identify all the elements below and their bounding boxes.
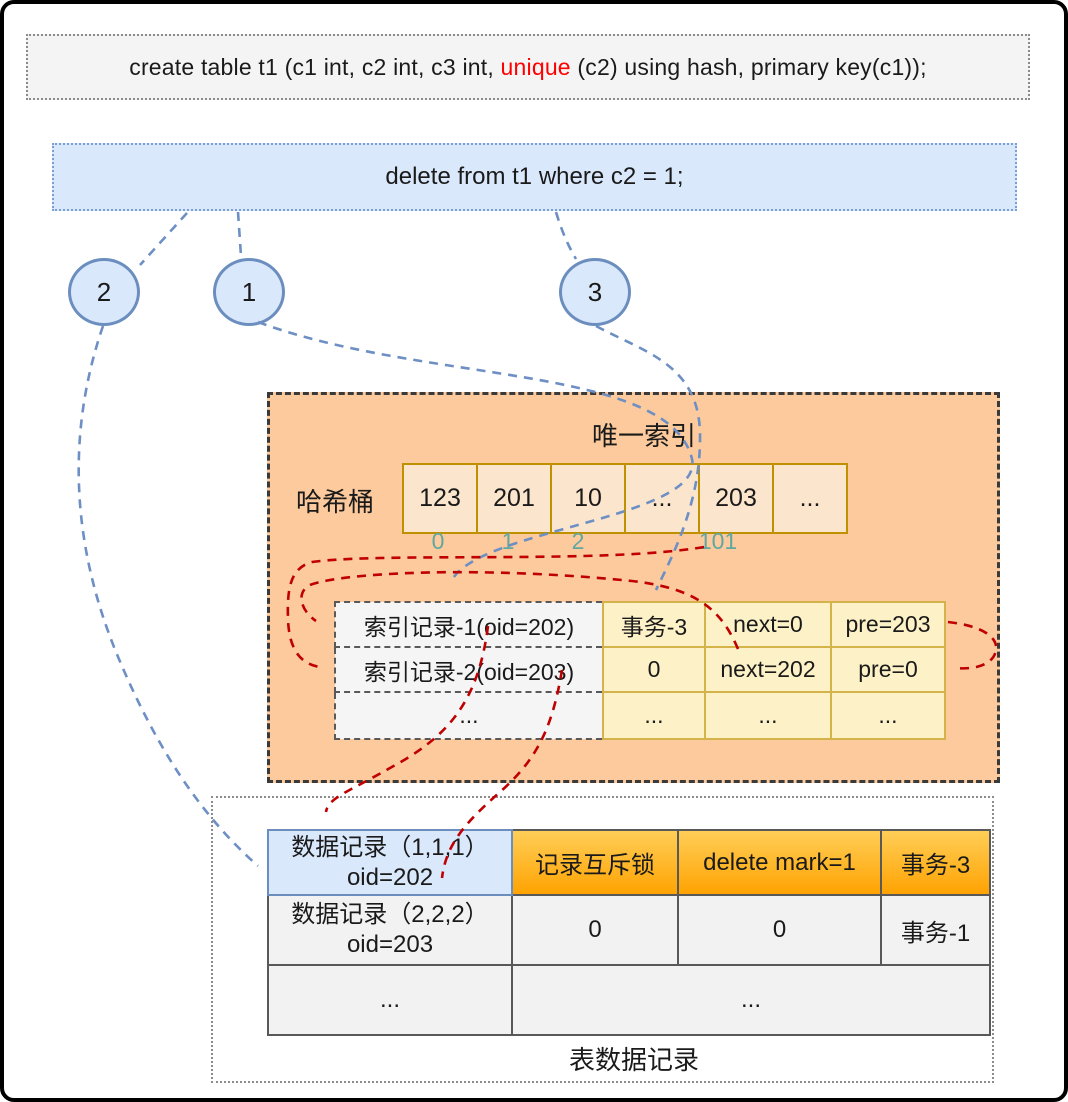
data-record-more-cell: ... bbox=[267, 964, 513, 1036]
txn-cell: 事务-1 bbox=[880, 894, 991, 966]
index-record-next: next=0 bbox=[704, 601, 832, 648]
sql-text: create table t1 (c1 int, c2 int, c3 int,… bbox=[129, 54, 927, 81]
stub-bar-to-step3 bbox=[554, 211, 578, 260]
hash-bucket-row: 123 201 10 ... 203 ... bbox=[402, 463, 848, 534]
bucket-index-1: 1 bbox=[501, 528, 515, 554]
stub-bar-to-step2 bbox=[139, 212, 188, 266]
data-record-more-span: ... bbox=[511, 964, 991, 1036]
hash-bucket-cell: 10 bbox=[550, 463, 626, 534]
index-record-row: 索引记录-1(oid=202) 事务-3 next=0 pre=203 bbox=[334, 601, 946, 648]
step-circle-1: 1 bbox=[213, 258, 285, 326]
data-record-203-oid: oid=203 bbox=[346, 931, 434, 958]
data-record-row: 数据记录（2,2,2） oid=203 0 0 事务-1 bbox=[267, 894, 991, 966]
index-record-pre: ... bbox=[830, 691, 946, 740]
delete-mark-cell: 0 bbox=[677, 894, 882, 966]
delete-mark-cell: delete mark=1 bbox=[677, 829, 882, 896]
index-record-name: 索引记录-2(oid=203) bbox=[334, 646, 604, 693]
delete-statement-bar: delete from t1 where c2 = 1; bbox=[52, 143, 1017, 211]
index-record-name: 索引记录-1(oid=202) bbox=[334, 601, 604, 648]
step-circle-3-label: 3 bbox=[587, 276, 603, 307]
data-record-table: 数据记录（1,1,1） oid=202 记录互斥锁 delete mark=1 … bbox=[267, 829, 991, 1036]
index-record-pre: pre=0 bbox=[830, 646, 946, 693]
sql-suffix: (c2) using hash, primary key(c1)); bbox=[570, 53, 927, 80]
bucket-index-101: 101 bbox=[698, 528, 738, 554]
data-record-row: 数据记录（1,1,1） oid=202 记录互斥锁 delete mark=1 … bbox=[267, 829, 991, 896]
data-record-202-cell: 数据记录（1,1,1） oid=202 bbox=[267, 829, 513, 896]
step-circle-2: 2 bbox=[68, 258, 140, 326]
bucket-index-0: 0 bbox=[431, 528, 445, 554]
index-record-txn: 事务-3 bbox=[602, 601, 706, 648]
index-record-txn: 0 bbox=[602, 646, 706, 693]
index-record-row: ... ... ... ... bbox=[334, 691, 946, 740]
unique-index-title: 唯一索引 bbox=[591, 421, 696, 451]
data-record-row: ... ... bbox=[267, 964, 991, 1036]
step-circle-1-label: 1 bbox=[241, 276, 257, 307]
txn-cell: 事务-3 bbox=[880, 829, 991, 896]
bucket-index-2: 2 bbox=[571, 528, 585, 554]
hash-bucket-cell: 203 bbox=[698, 463, 774, 534]
step-circle-2-label: 2 bbox=[96, 276, 112, 307]
data-record-202-oid: oid=202 bbox=[346, 863, 434, 891]
step-circle-3: 3 bbox=[559, 258, 631, 326]
index-record-table: 索引记录-1(oid=202) 事务-3 next=0 pre=203 索引记录… bbox=[334, 601, 946, 740]
data-record-202-title: 数据记录（1,1,1） bbox=[291, 833, 489, 861]
index-record-pre: pre=203 bbox=[830, 601, 946, 648]
index-record-txn: ... bbox=[602, 691, 706, 740]
record-lock-cell: 0 bbox=[511, 894, 679, 966]
arrow-step2-to-data-record-202 bbox=[77, 325, 259, 867]
index-record-row: 索引记录-2(oid=203) 0 next=202 pre=0 bbox=[334, 646, 946, 693]
data-record-203-title: 数据记录（2,2,2） bbox=[291, 901, 489, 928]
index-record-next: ... bbox=[704, 691, 832, 740]
hash-bucket-cell: ... bbox=[772, 463, 848, 534]
hash-bucket-cell: 201 bbox=[476, 463, 552, 534]
hash-bucket-cell: ... bbox=[624, 463, 700, 534]
create-table-sql-box: create table t1 (c1 int, c2 int, c3 int,… bbox=[26, 34, 1030, 100]
table-data-caption: 表数据记录 bbox=[568, 1045, 699, 1075]
hash-bucket-cell: 123 bbox=[402, 463, 478, 534]
delete-statement-text: delete from t1 where c2 = 1; bbox=[385, 163, 684, 190]
sql-unique-keyword: unique bbox=[500, 53, 571, 80]
index-record-next: next=202 bbox=[704, 646, 832, 693]
sql-prefix: create table t1 (c1 int, c2 int, c3 int, bbox=[129, 53, 501, 80]
stub-bar-to-step1 bbox=[236, 211, 243, 257]
index-record-name: ... bbox=[334, 691, 604, 740]
hash-bucket-label: 哈希桶 bbox=[296, 487, 375, 517]
data-record-203-cell: 数据记录（2,2,2） oid=203 bbox=[267, 894, 513, 966]
record-lock-cell: 记录互斥锁 bbox=[511, 829, 679, 896]
